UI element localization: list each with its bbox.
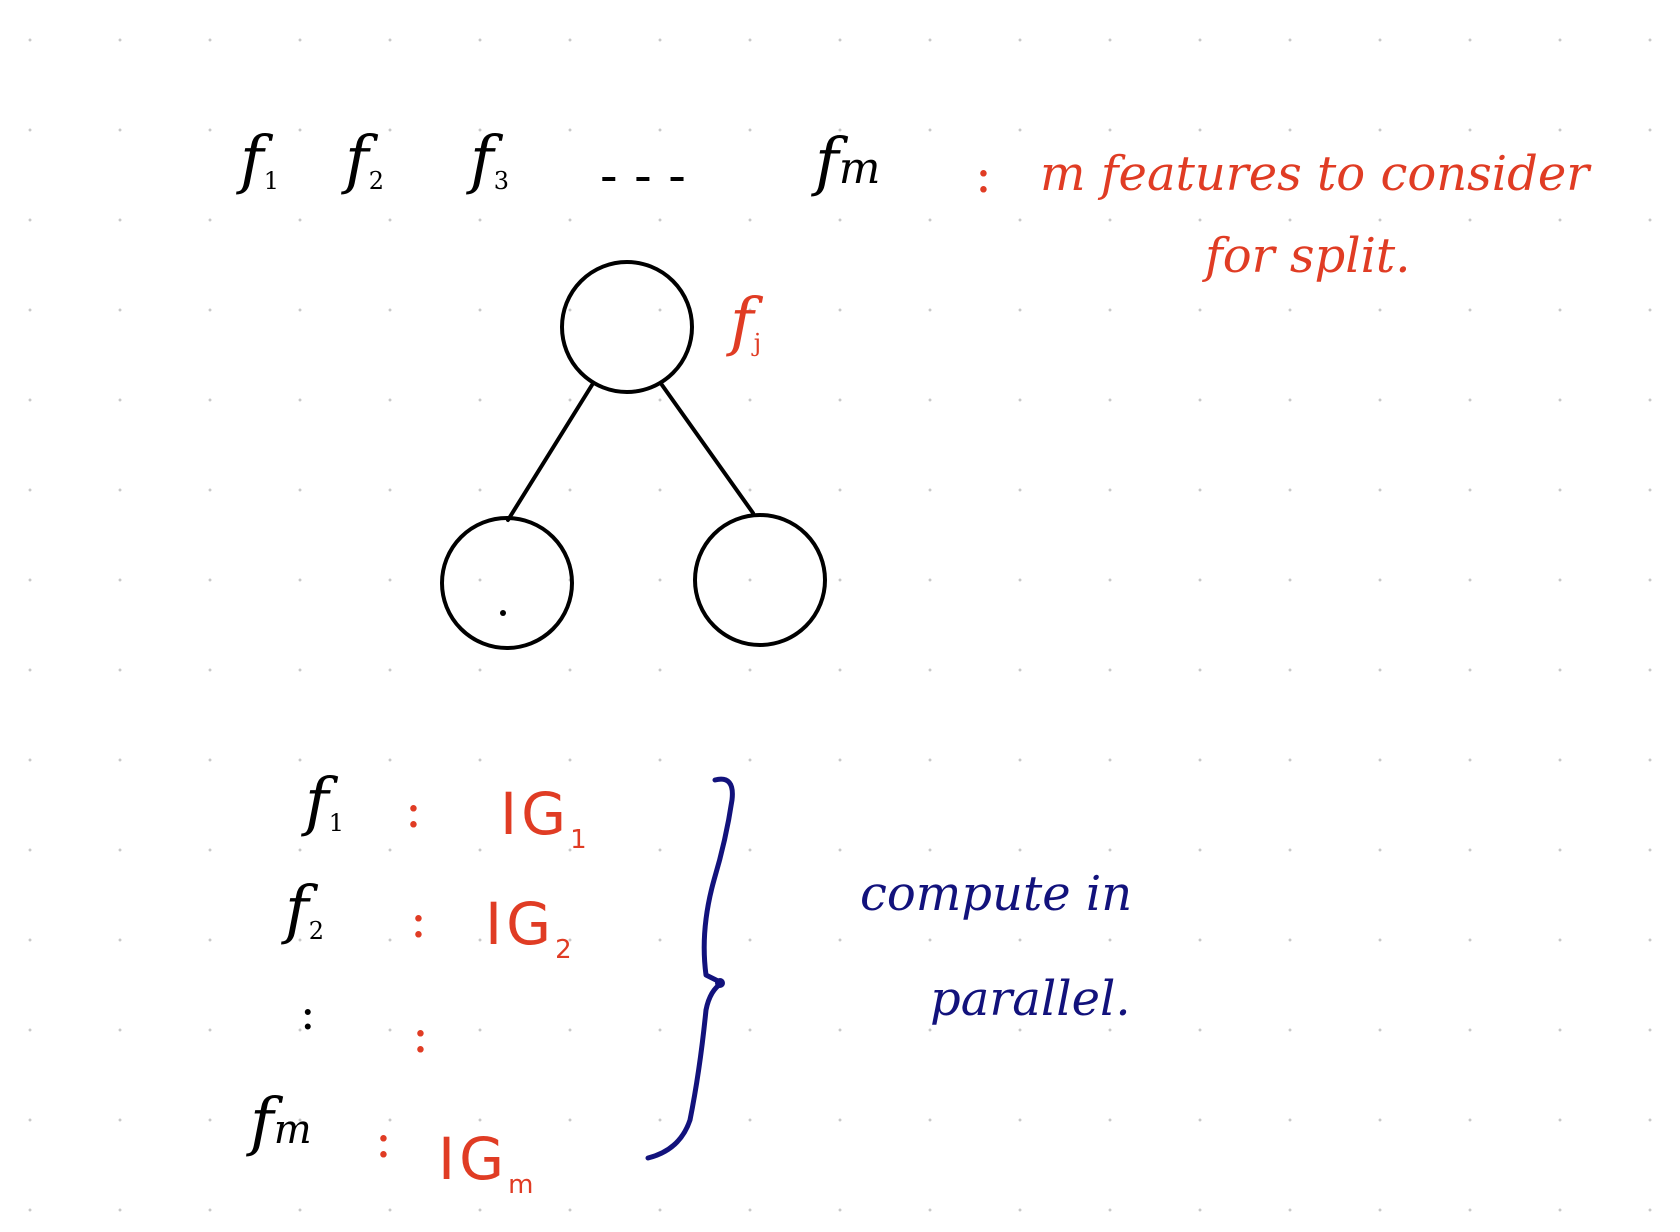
ig-row-1-colon: : [405,781,422,839]
ig-row-2-colon: : [410,891,427,949]
root-split-feature-label: fj [730,285,762,359]
parallel-note-line-1: compute in [860,866,1133,922]
feature-f2-label: f2 [345,123,384,197]
annotation-line-2: for split. [1205,228,1411,284]
feature-fm-label: fm [815,125,881,199]
annotation-line-1: m features to consider [1040,146,1590,202]
ig-row-m-colon: : [375,1111,392,1169]
ig-row-2-feature: f2 [285,873,324,947]
right-edge [660,383,755,515]
left-child-dot [500,610,506,616]
parallel-note-line-2: parallel. [930,971,1131,1027]
curly-brace [645,776,735,1161]
brace-tip-dot [715,978,725,988]
ig-row-ellipsis-feature: : [300,986,316,1040]
annotation-colon: : [975,146,992,204]
feature-f1-label: f1 [240,123,279,197]
ig-row-1-value: IG1 [500,780,591,855]
ig-row-1-feature: f1 [305,765,344,839]
ig-row-2-value: IG2 [485,890,576,965]
ig-row-m-feature: fm [250,1085,312,1159]
left-child-node [440,516,574,650]
root-node [560,260,694,394]
left-edge [506,383,594,522]
ellipsis-dashes: - - - [600,146,686,206]
right-child-node [693,513,827,647]
ig-row-ellipsis-colon: : [412,1006,429,1064]
feature-f3-label: f3 [470,123,509,197]
ig-row-m-value: IGm [438,1125,538,1200]
